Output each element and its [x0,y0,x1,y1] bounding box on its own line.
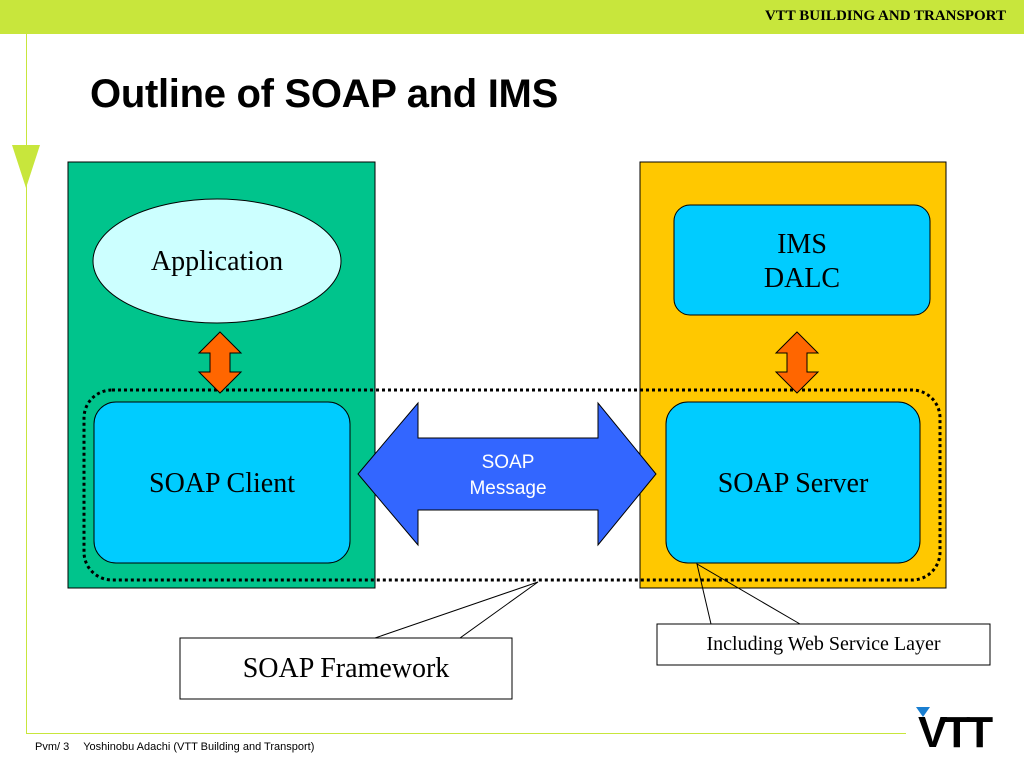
soap-server-box [665,401,921,564]
web-service-callout-line [696,562,801,625]
soap-server-label: SOAP Server [717,468,869,499]
footer: Pvm/ 3 Yoshinobu Adachi (VTT Building and… [35,741,328,753]
bottom-accent-line [26,733,906,734]
server-double-arrow [774,331,820,394]
left-accent-line [26,34,27,734]
soap-framework-label: SOAP Framework [242,652,450,684]
triangle-marker-icon [12,145,40,188]
soap-client-box [93,401,351,564]
slide-title: Outline of SOAP and IMS [90,72,558,116]
soap-client-label: SOAP Client [149,468,295,499]
header-bar: VTT BUILDING AND TRANSPORT [0,0,1024,34]
footer-author: Yoshinobu Adachi (VTT Building and Trans… [83,741,315,753]
soap-message-line1: SOAP [481,452,535,473]
ims-dalc-label: IMS DALC [674,222,930,302]
dalc-label: DALC [763,263,841,294]
web-service-layer-label: Including Web Service Layer [706,633,941,655]
framework-callout-line [374,581,539,639]
soap-message-arrow [357,401,657,547]
framework-label-box [179,637,513,700]
soap-framework-outline [82,388,942,582]
application-ellipse [92,198,342,324]
application-label: Application [150,246,284,277]
vtt-logo-triangle-icon [916,707,930,717]
ims-dalc-box [673,204,931,316]
soap-message-line2: Message [469,478,547,499]
web-service-label-box [656,623,991,666]
vtt-logo-text: VTT [918,708,993,751]
soap-message-label: SOAP Message [438,448,578,504]
organization-name: VTT BUILDING AND TRANSPORT [764,8,1006,24]
vtt-logo: VTT [916,707,997,751]
ims-label: IMS [777,229,827,260]
page-number: Pvm/ 3 [35,741,70,753]
client-double-arrow [197,331,243,394]
